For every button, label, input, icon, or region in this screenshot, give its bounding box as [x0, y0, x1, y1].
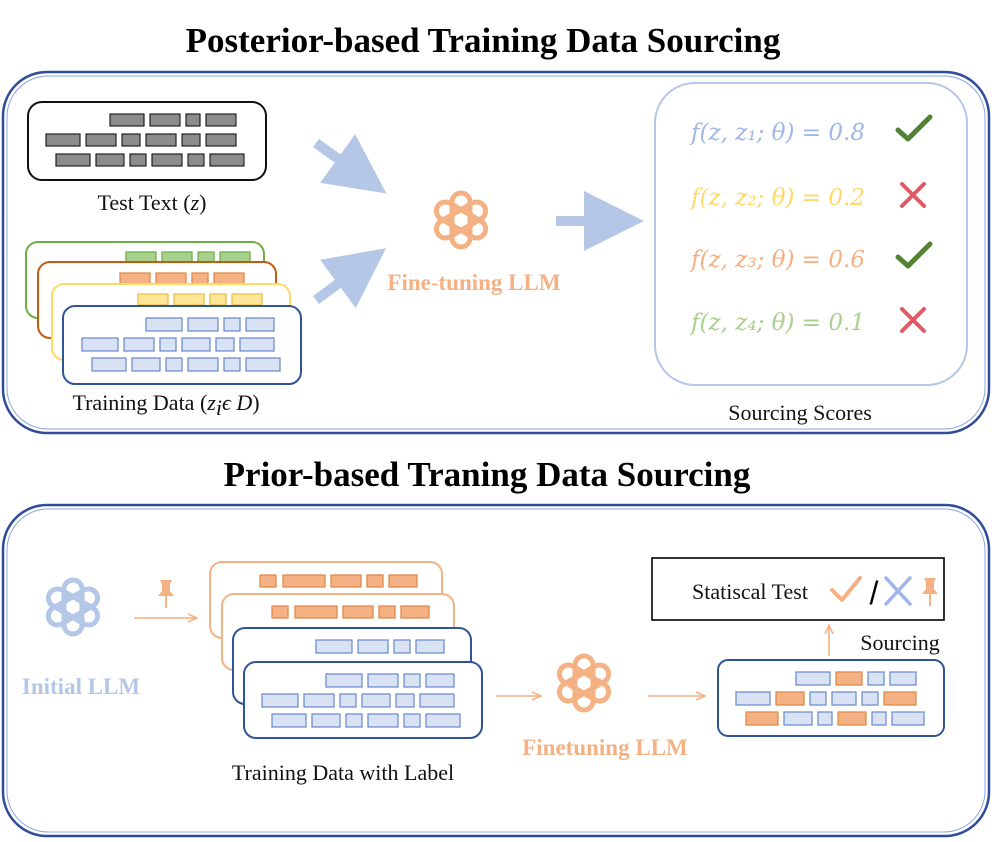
openai-logo-icon [556, 656, 612, 710]
test-text-document [27, 101, 267, 181]
pushpin-icon [158, 580, 174, 608]
top-section-frame [1, 70, 991, 435]
score-formula: f(z, z₄; θ) = 0.1 [689, 310, 865, 336]
finetuning-model-label: Fine-tuning LLM [387, 270, 560, 295]
training-data-label: Training Data (ziϵ D) [72, 390, 259, 420]
labeled-training-data-stack [209, 561, 483, 739]
openai-logo-icon [45, 580, 101, 634]
cross-icon [884, 576, 912, 606]
bottom-section-frame [1, 503, 991, 838]
scores-box [654, 82, 968, 386]
training-data-stack [25, 241, 302, 385]
bottom-title: Prior-based Traning Data Sourcing [224, 455, 751, 494]
top-title: Posterior-based Training Data Sourcing [186, 21, 781, 60]
check-icon [895, 114, 933, 142]
openai-logo-icon [433, 193, 489, 247]
input-arrows [313, 134, 387, 308]
score-formula: f(z, z₂; θ) = 0.2 [689, 185, 865, 211]
initial-model-label: Initial LLM [22, 674, 141, 699]
test-text-label: Test Text (z) [98, 190, 207, 215]
pushpin-icon [922, 578, 938, 606]
test-separator: / [870, 575, 879, 611]
check-icon [895, 241, 933, 269]
score-list: f(z, z₁; θ) = 0.8 f(z, z₂; θ) = 0.2 f(z, z… [689, 114, 933, 336]
sourcing-label: Sourcing [860, 630, 939, 655]
statistical-test-label: Statiscal Test [692, 579, 808, 604]
score-formula: f(z, z₁; θ) = 0.8 [689, 120, 865, 146]
cross-icon [900, 182, 926, 208]
finetune-model-label: Finetuning LLM [522, 735, 688, 760]
score-formula: f(z, z₃; θ) = 0.6 [689, 247, 865, 273]
sourced-data-document [717, 659, 945, 737]
check-icon [830, 576, 862, 602]
labeled-training-data-label: Training Data with Label [232, 760, 454, 785]
cross-icon [900, 307, 926, 333]
scores-caption: Sourcing Scores [728, 400, 872, 425]
